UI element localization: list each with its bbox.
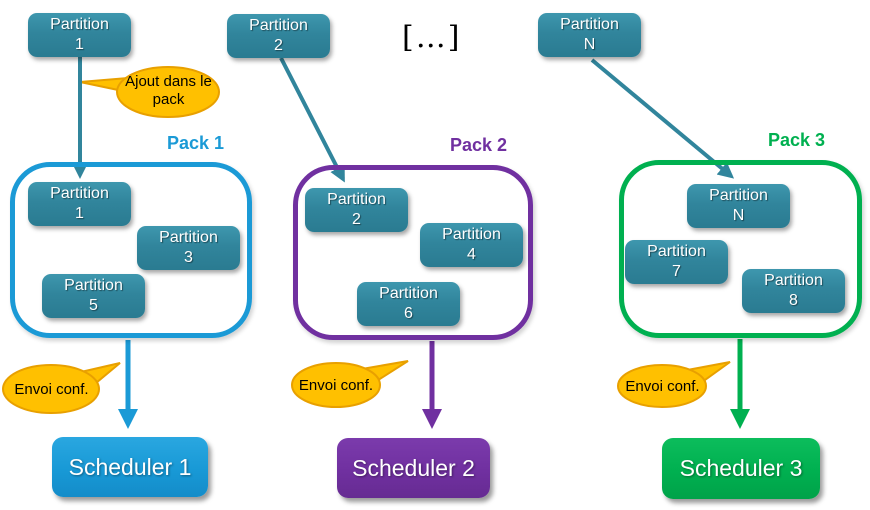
pack1-partition-1-number: 1: [75, 205, 84, 222]
arrow-partition2-to-pack2: [279, 57, 345, 183]
top-partition-2: Partition 2: [227, 14, 330, 58]
scheduler-1: Scheduler 1: [52, 437, 208, 497]
pack3-partition-7-label: Partition: [647, 243, 706, 260]
pack3-partition-8: Partition 8: [742, 269, 845, 313]
pack1-partition-3: Partition 3: [137, 226, 240, 270]
pack1-partition-3-number: 3: [184, 249, 193, 266]
pack3-partition-8-label: Partition: [764, 272, 823, 289]
pack2-partition-4-number: 4: [467, 246, 476, 263]
top-partition-n-label: Partition: [560, 16, 619, 33]
top-partition-2-number: 2: [274, 37, 283, 54]
pack1-title: Pack 1: [167, 133, 225, 153]
pack3-partition-n-label: Partition: [709, 187, 768, 204]
pack1-partition-1: Partition 1: [28, 182, 131, 226]
pack2-partition-2-label: Partition: [327, 191, 386, 208]
pack3-partition-n-number: N: [732, 207, 745, 224]
pack3-partition-8-number: 8: [789, 292, 798, 309]
pack1-partition-5: Partition 5: [42, 274, 145, 318]
top-partition-2-label: Partition: [249, 17, 308, 34]
pack1-partition-1-label: Partition: [50, 185, 109, 202]
pack2-partition-6-label: Partition: [379, 285, 438, 302]
pack2-partition-2: Partition 2: [305, 188, 408, 232]
callout-add-line2: pack: [152, 91, 185, 108]
pack2-partition-4-label: Partition: [442, 226, 501, 243]
pack2-partition-6-number: 6: [404, 305, 413, 322]
top-partition-1-label: Partition: [50, 16, 109, 33]
pack3-partition-7-number: 7: [672, 263, 681, 280]
callout-send-conf-1-text: Envoi conf.: [14, 381, 89, 398]
pack1-partition-5-number: 5: [89, 297, 98, 314]
pack2-title: Pack 2: [450, 135, 508, 155]
scheduler-3: Scheduler 3: [662, 438, 820, 499]
top-partition-1-number: 1: [75, 36, 84, 53]
pack2-partition-4: Partition 4: [420, 223, 523, 267]
pack3-partition-7: Partition 7: [625, 240, 728, 284]
top-partition-n-number: N: [583, 36, 596, 53]
callout-send-conf-2-text: Envoi conf.: [298, 377, 374, 394]
top-partition-n: Partition N: [538, 13, 641, 57]
pack2-partition-2-number: 2: [352, 211, 361, 228]
pack3-container: [619, 160, 862, 338]
pack2-container: [293, 165, 533, 340]
callout-send-conf-3-text: Envoi conf.: [625, 378, 700, 395]
ellipsis-label: […]: [402, 20, 462, 55]
scheduler-2: Scheduler 2: [337, 438, 490, 498]
pack1-partition-5-label: Partition: [64, 277, 123, 294]
top-partition-1: Partition 1: [28, 13, 131, 57]
pack2-partition-6: Partition 6: [357, 282, 460, 326]
pack3-partition-n: Partition N: [687, 184, 790, 228]
pack1-partition-3-label: Partition: [159, 229, 218, 246]
callout-add-line1: Ajout dans le: [125, 73, 212, 90]
pack3-title: Pack 3: [768, 130, 826, 150]
callout-add-to-pack-text: Ajout dans le pack: [117, 73, 220, 109]
pack1-container: [10, 162, 252, 338]
arrow-partitionN-to-pack3: [590, 58, 735, 179]
